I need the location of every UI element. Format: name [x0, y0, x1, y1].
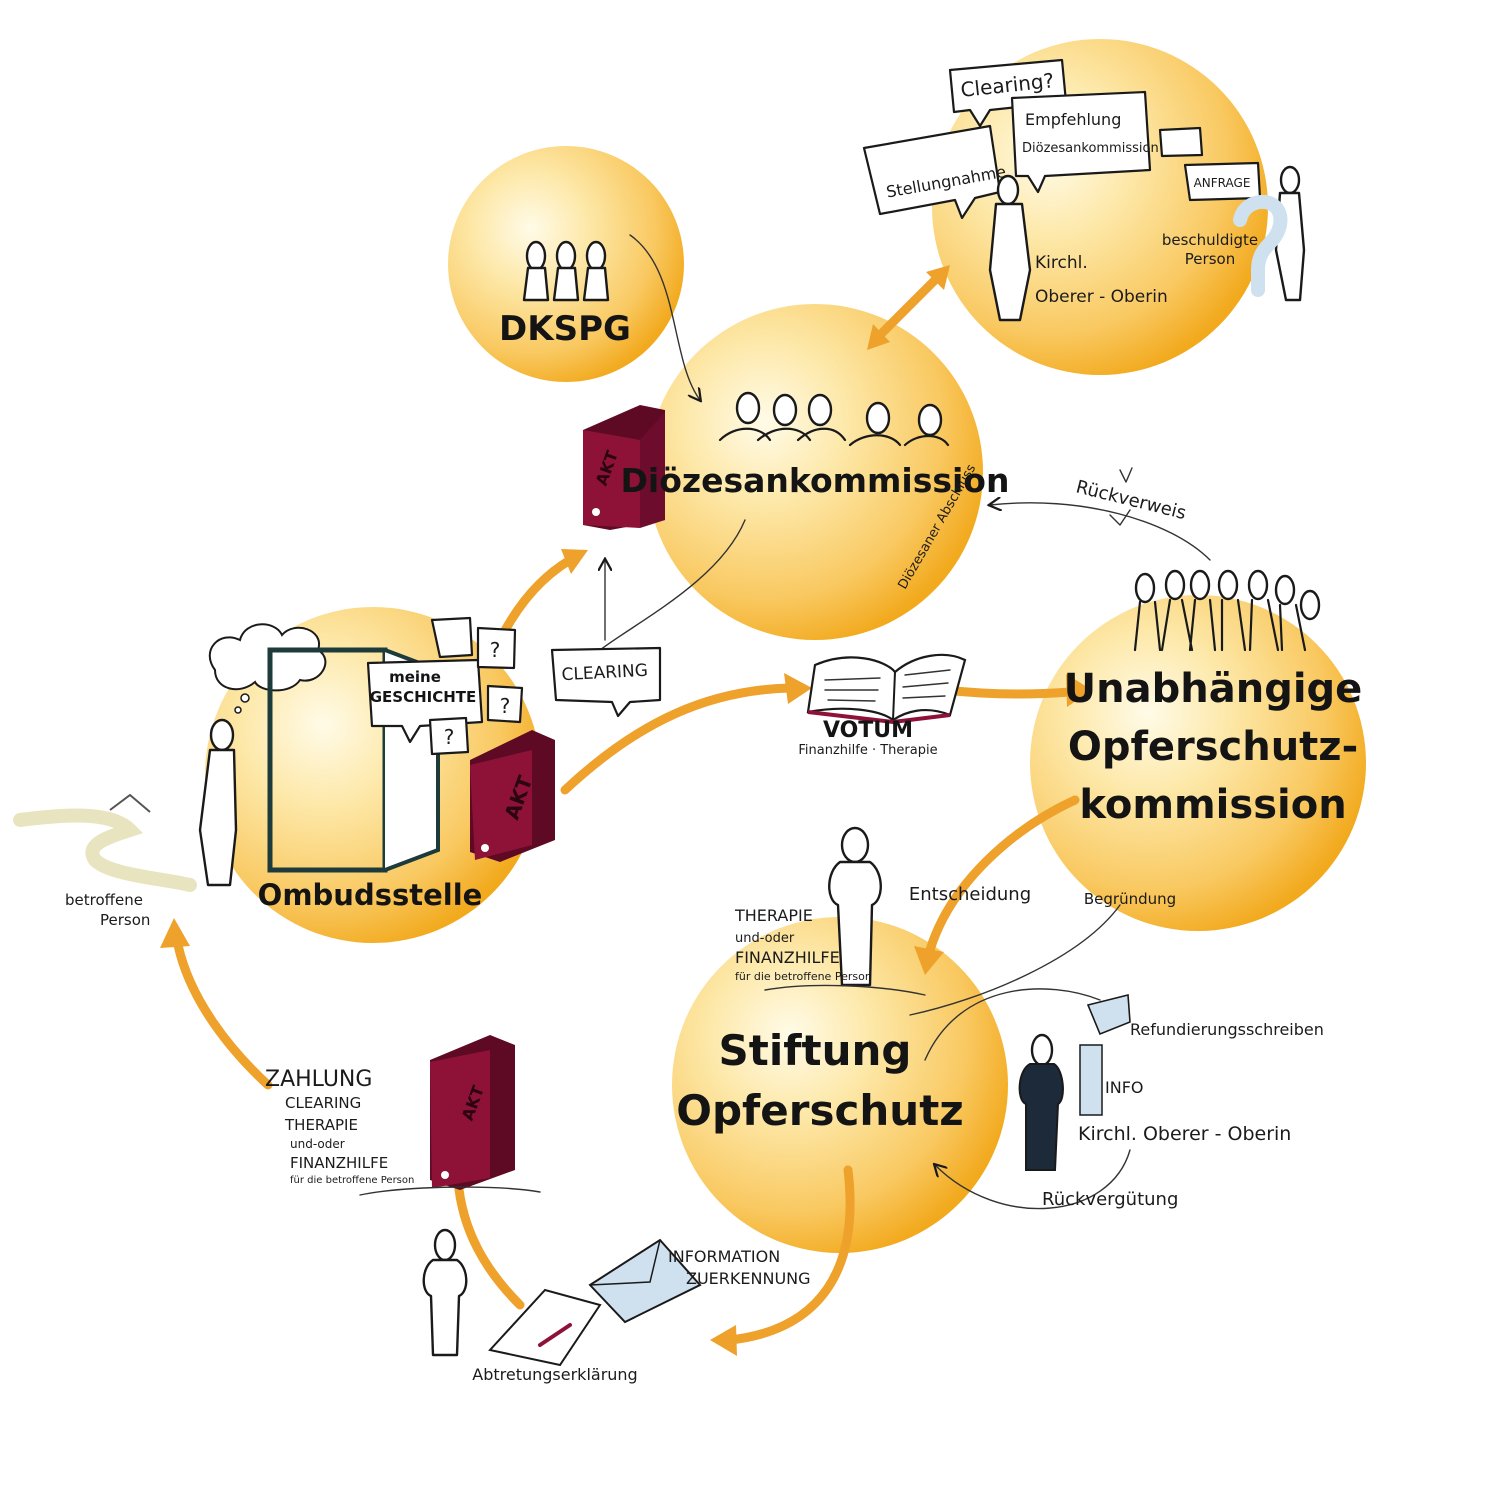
arrow-abtretung-to-akt [453, 1175, 525, 1310]
unabhaengige-label-1: Unabhängige [1064, 666, 1363, 712]
stiftung-person-icon [764, 826, 926, 996]
arrow-ombudsstelle-to-votum [560, 683, 795, 795]
unabhaengige-sphere [1030, 595, 1366, 931]
stiftung-label-2: Opferschutz [676, 1086, 963, 1135]
therapie-label-3: FINANZHILFE [735, 948, 840, 967]
envelope-icon [588, 1238, 702, 1324]
question-mark-icon: ? [490, 638, 501, 662]
info-icon [1079, 1044, 1103, 1116]
entscheidung-label: Entscheidung [909, 884, 1031, 905]
arrow-zahlung-to-ombudsstelle [173, 940, 273, 1090]
beschuldigte-label-2: Person [1185, 250, 1235, 268]
akt-binder-icon-bottom [359, 1035, 541, 1196]
arrow-head [160, 918, 190, 948]
zuerkennung-label: ZUERKENNUNG [686, 1269, 811, 1288]
abtretung-label: Abtretungserklärung [472, 1365, 637, 1384]
open-book-icon [806, 653, 967, 725]
arrow-ombudsstelle-to-akt [495, 555, 575, 645]
arrow-head [561, 549, 588, 574]
zahlung-clearing-label: CLEARING [285, 1094, 361, 1112]
refundierung-label: Refundierungsschreiben [1130, 1020, 1324, 1039]
arrow-stiftung-down [725, 1165, 855, 1345]
kirchl-oberer-icon-2 [1018, 1033, 1064, 1171]
empfehlung-label: Empfehlung [1025, 110, 1121, 129]
kirchl-label-2: Oberer - Oberin [1035, 287, 1168, 307]
anfrage-label: ANFRAGE [1194, 176, 1251, 190]
clearing-label: CLEARING [561, 661, 648, 685]
information-label: INFORMATION [668, 1247, 780, 1266]
therapie-label-2: und-oder [735, 931, 795, 946]
stiftung-sphere [672, 917, 1008, 1253]
abtretung-document-icon [488, 1288, 602, 1367]
question-mark-icon [1233, 194, 1288, 297]
question-mark-icon-3: ? [444, 725, 455, 749]
arrow-head [784, 673, 812, 704]
therapie-label-4: für die betroffene Person [735, 970, 872, 983]
top-right-bubbles [862, 58, 1262, 220]
unabhaengige-label-3: kommission [1079, 782, 1346, 828]
zahlung-fuer-label: für die betroffene Person [290, 1175, 414, 1186]
betroffene-label-2: Person [100, 911, 150, 929]
opferschutz-group-icon [1133, 569, 1321, 652]
meine-geschichte-label: meine [389, 668, 441, 686]
flow-arrows [160, 265, 1092, 1356]
unabhaengige-label-2: Opferschutz- [1068, 724, 1358, 770]
signing-person-icon [422, 1228, 468, 1357]
akt-binder-icon-middle [470, 730, 555, 862]
question-mark-icon-2: ? [500, 694, 511, 718]
beschuldigte-label: beschuldigte [1162, 231, 1258, 249]
arrow-head [710, 1325, 737, 1356]
dioezesankommission-label: Diözesankommission [621, 461, 1010, 500]
road-icon [13, 793, 197, 892]
dkspg-label: DKSPG [499, 309, 631, 349]
therapie-label: THERAPIE [734, 906, 813, 925]
kirchl-oberer-icon [988, 174, 1032, 322]
dkspg-group-icon [522, 240, 610, 302]
dioezesankommission-sphere [647, 304, 983, 640]
refundierung-envelope-icon [1086, 993, 1131, 1036]
zahlung-finanzhilfe-label: FINANZHILFE [290, 1154, 388, 1172]
stiftung-label-1: Stiftung [719, 1026, 912, 1075]
commission-group-icon [718, 391, 950, 447]
kirchl-label: Kirchl. [1035, 253, 1088, 273]
votum-sub-label: Finanzhilfe · Therapie [798, 743, 937, 758]
zahlung-therapie-label: THERAPIE [284, 1116, 358, 1134]
arrow-dk-to-topright [875, 275, 940, 340]
arrow-votum-to-unabhaengige [940, 685, 1075, 699]
thin-connectors [600, 234, 1211, 1210]
arrow-head [914, 946, 944, 975]
begruendung-label: Begründung [1084, 890, 1176, 908]
alert-mark-icon [1109, 467, 1133, 526]
votum-label: VOTUM [823, 718, 913, 743]
empfehlung-label-2: Diözesankommission [1022, 141, 1159, 156]
ombudsstelle-label: Ombudsstelle [258, 878, 483, 912]
rueckverguetung-label: Rückvergütung [1042, 1189, 1178, 1210]
arrow-unabhaengige-to-stiftung [925, 795, 1080, 955]
akt-binder-icon [583, 405, 665, 530]
kirchl-oberer-oberin-label: Kirchl. Oberer - Oberin [1078, 1123, 1291, 1145]
clearing-bubble [550, 646, 662, 718]
info-label: INFO [1105, 1078, 1143, 1097]
zahlung-undoder-label: und-oder [290, 1137, 345, 1151]
zahlung-label: ZAHLUNG [265, 1067, 372, 1092]
betroffene-person-icon [198, 718, 238, 887]
beschuldigte-person-icon [1233, 165, 1306, 302]
betroffene-label: betroffene [65, 891, 143, 909]
arrow-head [867, 324, 890, 350]
arrow-head [1066, 674, 1092, 707]
meine-geschichte-label-2: GESCHICHTE [370, 688, 477, 706]
question-bubbles [428, 616, 524, 756]
arrow-head [926, 265, 950, 290]
